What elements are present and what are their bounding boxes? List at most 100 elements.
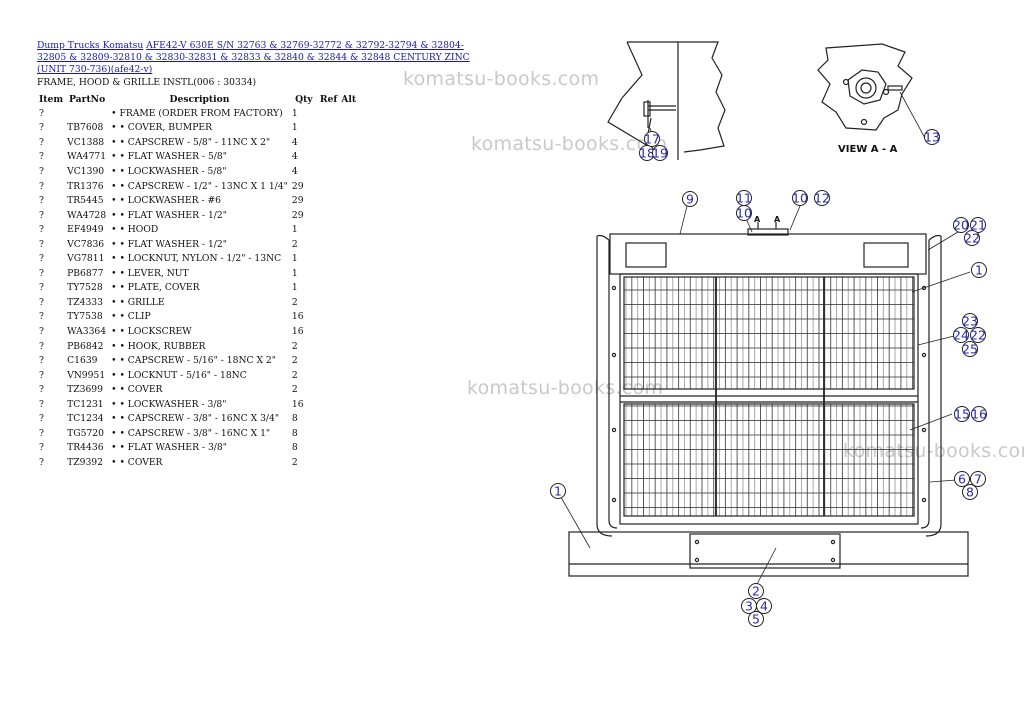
callout-c10a: 10 xyxy=(736,205,752,221)
callout-number: 24 xyxy=(953,328,969,343)
callout-circle xyxy=(971,406,987,422)
cell-partno: WA4771 xyxy=(67,151,107,163)
cell-qty: 1 xyxy=(291,282,298,294)
cell-qty: 4 xyxy=(291,165,298,177)
col-header-description: Description xyxy=(169,93,230,105)
watermark: komatsu-books.com xyxy=(467,377,664,399)
cell-qty: 16 xyxy=(291,398,304,410)
cell-item: ? xyxy=(39,413,44,425)
callout-c10b: 10 xyxy=(792,190,808,206)
cell-partno: TR5445 xyxy=(67,195,104,207)
section-mark-a-right: A xyxy=(774,215,781,224)
parts-list-panel: Dump Trucks Komatsu AFE42-V 630E S/N 327… xyxy=(37,40,477,470)
table-row: ? WA4771 • • FLAT WASHER - 5/8" 4 xyxy=(37,150,358,165)
callout-c1: 1 xyxy=(550,483,566,499)
cell-partno: VN9951 xyxy=(67,369,106,381)
cell-qty: 1 xyxy=(291,107,298,119)
callout-number: 19 xyxy=(652,146,668,161)
callout-number: 23 xyxy=(962,314,978,329)
cell-item: ? xyxy=(39,107,44,119)
cell-item: ? xyxy=(39,442,44,454)
cell-item: ? xyxy=(39,296,44,308)
callout-circle xyxy=(953,327,969,343)
cell-item: ? xyxy=(39,340,44,352)
cell-description: • • FLAT WASHER - 5/8" xyxy=(111,151,227,163)
cell-qty: 2 xyxy=(291,456,298,468)
cell-description: • • HOOD xyxy=(111,224,159,236)
cell-partno: C1639 xyxy=(67,355,98,367)
callout-number: 2 xyxy=(752,584,760,599)
cell-item: ? xyxy=(39,136,44,148)
breadcrumb-link-category[interactable]: Dump Trucks Komatsu xyxy=(37,40,144,51)
callout-number: 5 xyxy=(752,612,760,627)
grille-assembly: A A xyxy=(568,215,969,577)
col-header-alt: Alt xyxy=(341,93,357,105)
cell-qty: 8 xyxy=(291,413,298,425)
cell-description: • • FLAT WASHER - 3/8" xyxy=(111,442,227,454)
callout-number: 21 xyxy=(970,218,986,233)
callout-c9: 9 xyxy=(682,191,698,207)
cell-qty: 16 xyxy=(291,325,304,337)
callout-c8: 8 xyxy=(962,484,978,500)
callout-circle xyxy=(756,598,772,614)
col-header-ref: Ref xyxy=(319,93,338,105)
callout-circle xyxy=(971,262,987,278)
cell-qty: 2 xyxy=(291,238,298,250)
callout-circle xyxy=(962,484,978,500)
callout-number: 10 xyxy=(736,206,752,221)
callout-c24: 24 xyxy=(953,327,969,343)
cell-partno: TY7538 xyxy=(67,311,103,323)
table-row: ?TG5720• • CAPSCREW - 3/8" - 16NC X 1"8 xyxy=(37,426,358,441)
callout-c11: 11 xyxy=(736,190,752,206)
cell-partno: TR1376 xyxy=(67,180,104,192)
cell-item: ? xyxy=(39,151,44,163)
cell-qty: 8 xyxy=(291,442,298,454)
table-row: ?TR1376• • CAPSCREW - 1/2" - 13NC X 1 1/… xyxy=(37,179,358,194)
cell-qty: 29 xyxy=(291,180,304,192)
callout-c15: 15 xyxy=(954,406,970,422)
cell-item: ? xyxy=(39,209,44,221)
cell-item: ? xyxy=(39,282,44,294)
callout-number: 20 xyxy=(953,218,969,233)
cell-description: • • CAPSCREW - 5/16" - 18NC X 2" xyxy=(111,355,276,367)
cell-partno: EF4949 xyxy=(67,224,104,236)
cell-item: ? xyxy=(39,122,44,134)
callout-circle xyxy=(970,471,986,487)
breadcrumb-link-model[interactable]: AFE42-V 630E S/N 32763 & 32769-32772 & 3… xyxy=(37,40,470,75)
cell-description: • • CAPSCREW - 1/2" - 13NC X 1 1/4" xyxy=(111,180,288,192)
callout-circle xyxy=(792,190,808,206)
callout-c1r: 1 xyxy=(971,262,987,278)
callout-number: 16 xyxy=(971,407,987,422)
cell-description: • • LOCKNUT, NYLON - 1/2" - 13NC xyxy=(111,253,282,265)
parts-table-body: ?• FRAME (ORDER FROM FACTORY)1?TB7608• •… xyxy=(37,106,358,470)
cell-item: ? xyxy=(39,384,44,396)
callout-number: 4 xyxy=(760,599,768,614)
cell-item: ? xyxy=(39,165,44,177)
callout-circle xyxy=(962,341,978,357)
cell-qty: 2 xyxy=(291,340,298,352)
cell-description: • • FLAT WASHER - 1/2" xyxy=(111,209,227,221)
cell-qty: 1 xyxy=(291,253,298,265)
callout-number: 13 xyxy=(924,130,940,145)
cell-partno: WA3364 xyxy=(67,325,107,337)
detail-view-hood-section xyxy=(607,41,726,160)
callout-number: 11 xyxy=(736,191,752,206)
callout-circle xyxy=(953,217,969,233)
callout-number: 1 xyxy=(554,484,562,499)
callout-circle xyxy=(748,611,764,627)
cell-qty: 4 xyxy=(291,151,298,163)
callout-circle xyxy=(736,205,752,221)
col-header-partno: PartNo xyxy=(68,93,106,105)
callout-c16: 16 xyxy=(971,406,987,422)
cell-item: ? xyxy=(39,253,44,265)
